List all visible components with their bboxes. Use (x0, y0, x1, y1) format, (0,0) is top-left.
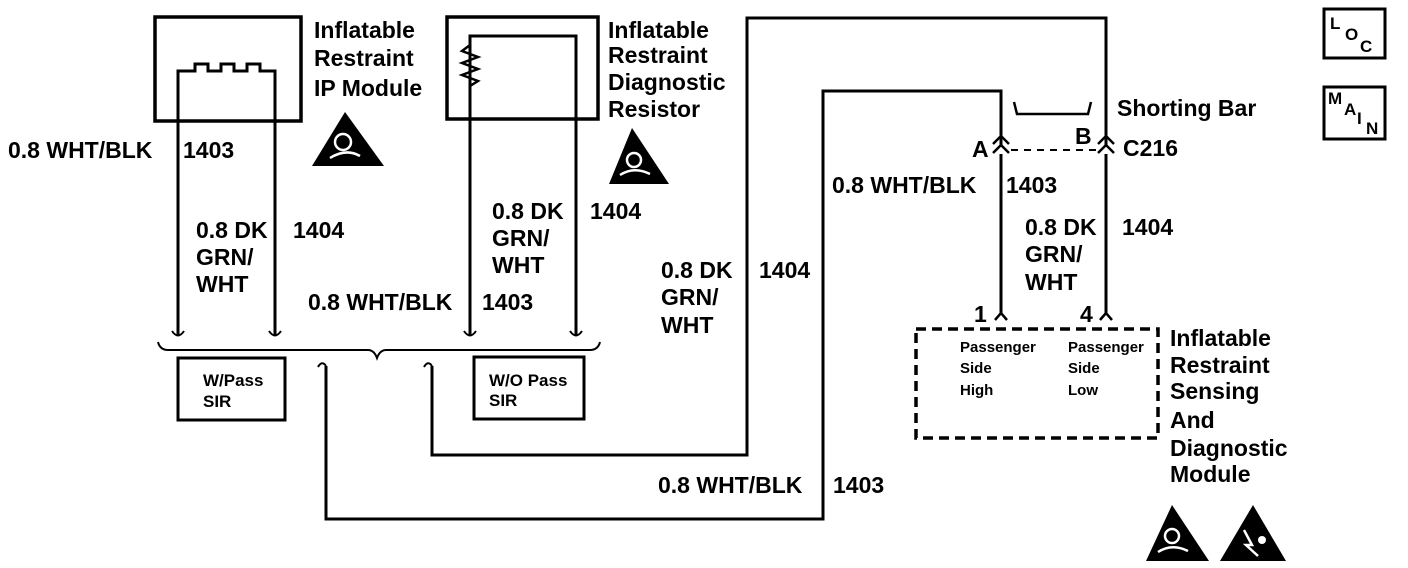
wire-label-wht-blk: 0.8 WHT/BLK (308, 289, 453, 315)
diagnostic-resistor-label: Inflatable Restraint Diagnostic Resistor (608, 17, 732, 122)
ip-module-label: Inflatable Restraint IP Module (314, 17, 422, 101)
airbag-warning-icon (312, 112, 384, 166)
main-badge: M A I N (1322, 85, 1387, 141)
loc-badge: L O C (1322, 7, 1387, 60)
sdm-pin-4 (1099, 311, 1113, 321)
circuit-label-1404: 1404 (1122, 214, 1173, 240)
sdm-pin-1 (994, 311, 1008, 321)
circuit-label-1404: 1404 (590, 198, 641, 224)
passenger-side-low: Passenger Side Low (1068, 339, 1148, 399)
resistor-loop-wire (468, 34, 578, 335)
shorting-bar-label: Shorting Bar (1117, 95, 1256, 121)
sdm-label: Inflatable Restraint Sensing And Diagnos… (1170, 325, 1294, 487)
connector-c216-pin-a (992, 134, 1010, 154)
svg-text:C: C (1360, 37, 1372, 56)
ip-module-box (153, 15, 303, 123)
circuit-label-1404: 1404 (293, 217, 344, 243)
wire-label-dk-grn-wht: 0.8 DK GRN/ WHT (196, 217, 274, 297)
svg-text:L: L (1330, 14, 1340, 33)
ip-module-symbol (176, 62, 277, 89)
wire-label-dk-grn-wht: 0.8 DK GRN/ WHT (661, 257, 739, 338)
wire-label-dk-grn-wht: 0.8 DK GRN/ WHT (1025, 214, 1103, 295)
resistor-symbol (458, 36, 482, 90)
wo-pass-sir-box (472, 355, 586, 421)
svg-text:A: A (1344, 100, 1356, 119)
wire-end-hook (317, 362, 327, 368)
sdm-dashed-box (914, 327, 1160, 440)
diagnostic-resistor-box (445, 15, 600, 121)
w-pass-sir-label: W/Pass SIR (203, 371, 268, 411)
pin-4-label: 4 (1080, 301, 1093, 327)
wire-end-hook (171, 330, 185, 337)
wire-1403-run (324, 89, 1003, 521)
passenger-side-high: Passenger Side High (960, 339, 1040, 399)
wire-1404-run (430, 16, 1108, 457)
wire-label-wht-blk: 0.8 WHT/BLK (8, 137, 153, 163)
wire-label-wht-blk: 0.8 WHT/BLK (658, 472, 803, 498)
wire-c216-to-sdm (999, 154, 1108, 313)
airbag-warning-icon (609, 128, 669, 184)
wire-end-hook (463, 330, 477, 337)
airbag-warning-icon (1146, 505, 1209, 561)
connector-label: C216 (1123, 135, 1178, 161)
wire-end-hook (423, 362, 433, 368)
wire-end-hook (268, 330, 282, 337)
circuit-label-1403: 1403 (183, 137, 234, 163)
wire-label-dk-grn-wht: 0.8 DK GRN/ WHT (492, 198, 570, 278)
option-brace (157, 341, 601, 361)
circuit-label-1403: 1403 (833, 472, 884, 498)
circuit-label-1403: 1403 (482, 289, 533, 315)
connector-c216-pin-b (1097, 134, 1115, 154)
pin-1-label: 1 (974, 301, 987, 327)
svg-text:O: O (1345, 25, 1358, 44)
shorting-bar-symbol (1012, 101, 1093, 116)
circuit-label-1403: 1403 (1006, 172, 1057, 198)
esd-warning-icon (1220, 505, 1286, 561)
pin-a-label: A (972, 136, 989, 162)
pin-b-label: B (1075, 123, 1092, 149)
circuit-label-1404: 1404 (759, 257, 810, 283)
w-pass-sir-box (176, 356, 287, 422)
wo-pass-sir-label: W/O Pass SIR (489, 371, 572, 410)
wire-label-wht-blk: 0.8 WHT/BLK (832, 172, 977, 198)
svg-text:I: I (1357, 109, 1362, 128)
wire-end-hook (569, 330, 583, 337)
svg-text:N: N (1366, 119, 1378, 138)
svg-text:M: M (1328, 89, 1342, 108)
